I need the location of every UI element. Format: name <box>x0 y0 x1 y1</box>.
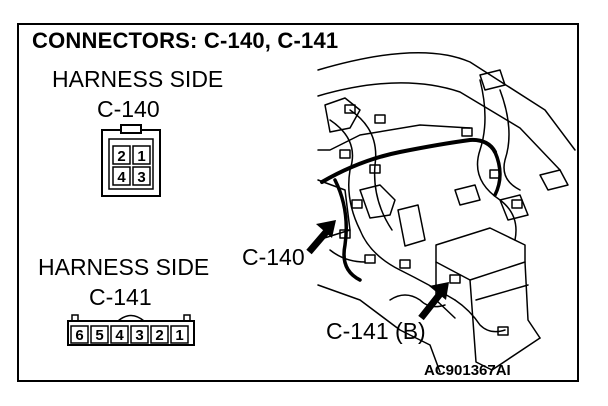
c141-pin-3: 3 <box>135 327 143 344</box>
c141-pin-1: 1 <box>175 327 183 344</box>
c141-harness-side-label: HARNESS SIDE <box>38 254 210 280</box>
main-harness-trunk <box>320 137 502 282</box>
c141-pin-6: 6 <box>75 327 83 344</box>
c141-pin-2: 2 <box>155 327 163 344</box>
c140-callout-label: C-140 <box>242 244 305 270</box>
c140-pin-1: 1 <box>137 148 145 165</box>
c140-connector-face <box>101 124 161 197</box>
diagram-frame <box>17 23 579 382</box>
c140-pin-2: 2 <box>117 148 125 165</box>
figure-code: AC901367AI <box>424 362 511 379</box>
c140-pin-3: 3 <box>137 169 145 186</box>
c141-pin-5: 5 <box>95 327 103 344</box>
c141-connector-face <box>67 314 195 346</box>
c140-pin-4: 4 <box>117 169 126 186</box>
c140-connector-id: C-140 <box>97 96 160 122</box>
c140-harness-side-label: HARNESS SIDE <box>52 66 224 92</box>
diagram-title: CONNECTORS: C-140, C-141 <box>32 28 339 53</box>
c141-callout-label: C-141 (B) <box>326 318 426 344</box>
c141-pointer-arrow <box>418 282 449 321</box>
c141-connector-id: C-141 <box>89 284 152 310</box>
c141-pin-4: 4 <box>115 327 124 344</box>
c140-pointer-arrow <box>306 220 336 255</box>
dashboard-harness-illustration <box>317 52 576 373</box>
